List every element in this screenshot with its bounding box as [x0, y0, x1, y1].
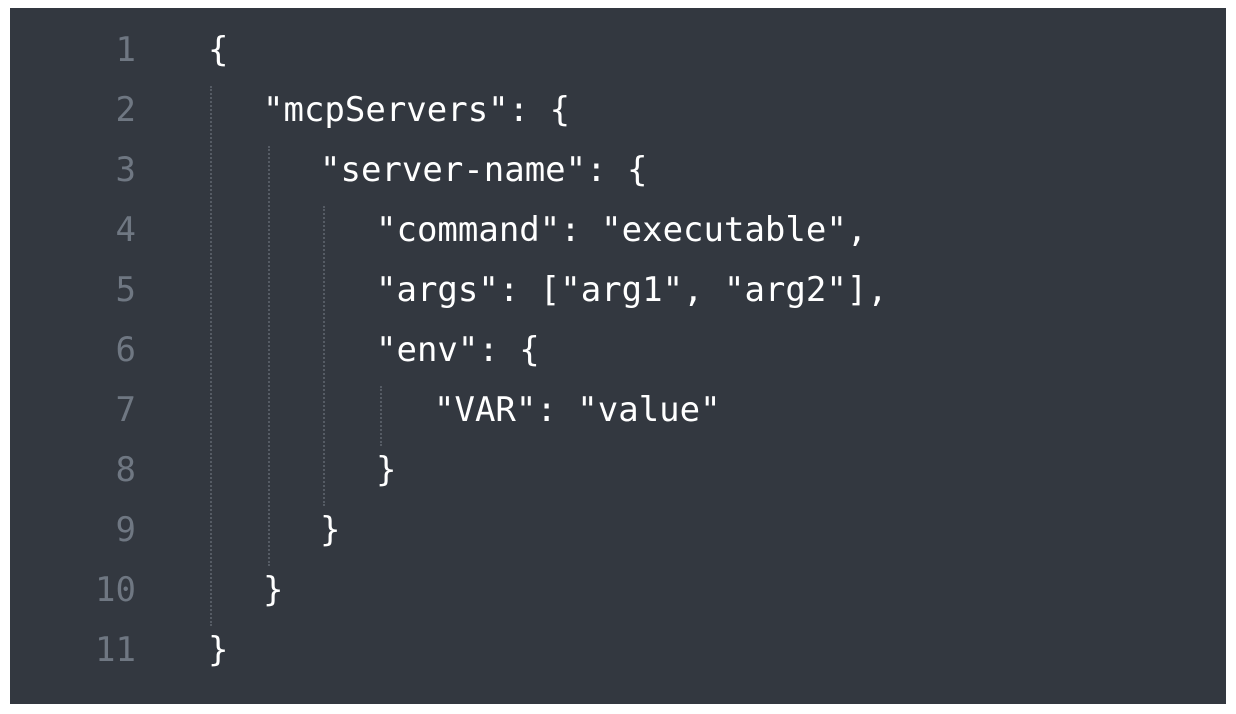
code-line-7[interactable]: 7 "VAR": "value" — [10, 380, 1226, 440]
code-line-3[interactable]: 3 "server-name": { — [10, 140, 1226, 200]
line-text: } — [263, 570, 284, 610]
code-line-6[interactable]: 6 "env": { — [10, 320, 1226, 380]
indent-guide-1 — [210, 86, 212, 626]
line-text: "command": "executable", — [376, 210, 868, 250]
line-text: } — [208, 630, 229, 670]
line-number: 9 — [115, 510, 136, 550]
indent-guide-3 — [323, 206, 325, 506]
code-line-1[interactable]: 1 { — [10, 20, 1226, 80]
indent-guide-4 — [380, 386, 382, 446]
line-number: 2 — [115, 90, 136, 130]
line-number: 8 — [115, 450, 136, 490]
line-number: 3 — [115, 150, 136, 190]
line-number: 6 — [115, 330, 136, 370]
code-line-10[interactable]: 10 } — [10, 560, 1226, 620]
code-line-11[interactable]: 11 } — [10, 620, 1226, 680]
line-number: 4 — [115, 210, 136, 250]
line-text: { — [208, 30, 229, 70]
code-editor[interactable]: 1 { 2 "mcpServers": { 3 "server-name": {… — [10, 8, 1226, 704]
code-line-2[interactable]: 2 "mcpServers": { — [10, 80, 1226, 140]
code-line-8[interactable]: 8 } — [10, 440, 1226, 500]
line-text: "env": { — [376, 330, 540, 370]
line-number: 11 — [95, 630, 136, 670]
line-number: 5 — [115, 270, 136, 310]
line-number: 7 — [115, 390, 136, 430]
line-text: "mcpServers": { — [263, 90, 571, 130]
line-number: 10 — [95, 570, 136, 610]
indent-guide-2 — [268, 146, 270, 566]
code-line-9[interactable]: 9 } — [10, 500, 1226, 560]
line-text: "server-name": { — [320, 150, 648, 190]
line-text: } — [320, 510, 341, 550]
code-line-5[interactable]: 5 "args": ["arg1", "arg2"], — [10, 260, 1226, 320]
line-text: } — [376, 450, 397, 490]
line-text: "VAR": "value" — [434, 390, 721, 430]
line-number: 1 — [115, 30, 136, 70]
line-text: "args": ["arg1", "arg2"], — [376, 270, 888, 310]
code-line-4[interactable]: 4 "command": "executable", — [10, 200, 1226, 260]
